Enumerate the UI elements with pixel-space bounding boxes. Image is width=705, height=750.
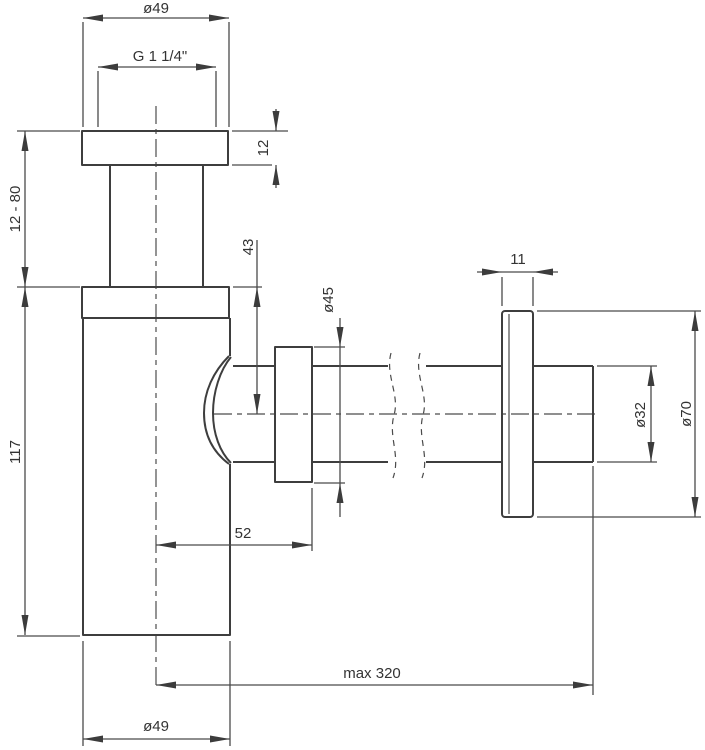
dim-lines [477, 271, 558, 306]
dim-lines [156, 466, 594, 695]
dim-label-outlet-center-height: 43 [240, 239, 257, 256]
dim-adjustment-range: 12 - 80 [7, 130, 80, 288]
dim-flange-thickness: 12 [232, 109, 288, 188]
dim-label-max-reach: max 320 [343, 665, 401, 682]
dim-label-thread-size: G 1 1/4" [133, 48, 188, 65]
dim-nut-diameter: ø45 [314, 287, 345, 517]
dim-lines [156, 488, 313, 551]
wall-pipe-stub [533, 365, 594, 463]
compression-nut [274, 346, 313, 483]
dim-label-rosette-diameter: ø70 [678, 401, 695, 427]
dim-top-diameter: ø49 [82, 0, 230, 127]
dim-arrows [482, 268, 553, 276]
dim-lines [82, 17, 230, 127]
outlet-curve [203, 355, 232, 465]
outlet-neck [233, 365, 275, 463]
dim-lines [233, 240, 262, 414]
dim-arrows [272, 111, 280, 185]
trap-body [82, 318, 231, 636]
dim-lines [82, 641, 231, 746]
inlet-flange [81, 130, 229, 166]
dim-label-top-diameter: ø49 [143, 0, 169, 17]
dim-label-outlet-offset: 52 [235, 525, 252, 542]
centerlines [155, 106, 600, 690]
trap-assembly [81, 130, 594, 636]
dim-pipe-diameter: ø32 [597, 365, 657, 463]
dim-label-nut-diameter: ø45 [320, 287, 337, 313]
dimensions: ø49 G 1 1/4" 12 12 - 80 117 43 [7, 0, 701, 746]
dim-outlet-offset: 52 [156, 488, 313, 551]
dim-arrows [647, 366, 655, 462]
wall-rosette [501, 310, 534, 518]
dim-lines [17, 130, 80, 288]
dim-bottom-diameter: ø49 [82, 641, 231, 746]
dim-label-pipe-diameter: ø32 [632, 402, 649, 428]
pipe-break-lines [389, 352, 426, 479]
dim-body-height: 117 [7, 287, 80, 637]
body-cap [81, 286, 230, 319]
dim-max-reach: max 320 [156, 466, 594, 695]
dim-label-rosette-depth: 11 [510, 251, 526, 268]
dim-lines [17, 287, 80, 637]
riser-tube [109, 165, 204, 287]
dim-rosette-depth: 11 [477, 251, 558, 306]
dim-lines [97, 66, 217, 127]
dim-label-body-height: 117 [7, 440, 24, 464]
dim-thread-size: G 1 1/4" [97, 48, 217, 127]
outlet-pipe [312, 365, 502, 463]
dim-rosette-diameter: ø70 [537, 310, 701, 518]
dim-label-adjustment-range: 12 - 80 [7, 186, 24, 233]
dim-lines [537, 310, 701, 518]
dim-outlet-center-height: 43 [233, 239, 262, 414]
dim-label-flange-thickness: 12 [255, 140, 272, 157]
dim-label-bottom-diameter: ø49 [143, 718, 169, 735]
